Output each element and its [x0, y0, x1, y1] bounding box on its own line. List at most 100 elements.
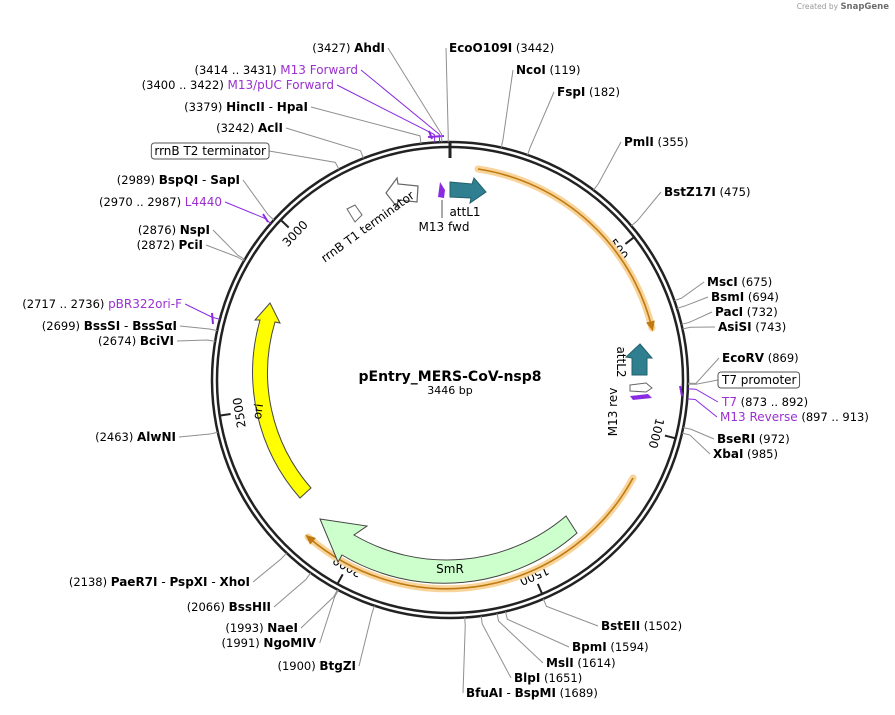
- label-alwni[interactable]: (2463) AlwNI: [95, 430, 176, 444]
- backbone-outer: [210, 140, 690, 620]
- leader-pcii: [205, 244, 245, 262]
- m13rev-primer[interactable]: [630, 394, 652, 400]
- tick-2500: 2500: [218, 396, 249, 429]
- orf-arc-lower: [305, 477, 634, 590]
- label-l4440[interactable]: (2970 .. 2987) L4440: [99, 195, 222, 209]
- label-ahdi[interactable]: (3427) AhdI: [312, 41, 385, 55]
- label-hincii[interactable]: (3379) HincII - HpaI: [184, 100, 308, 114]
- label-nspi[interactable]: (2876) NspI: [138, 223, 210, 237]
- label-bseri[interactable]: BseRI (972): [717, 432, 790, 446]
- label-bsshii[interactable]: (2066) BssHII: [187, 600, 271, 614]
- watermark-brand: SnapGene: [840, 2, 889, 12]
- leader-bseri: [683, 427, 715, 440]
- leader-rrnbt2: [268, 150, 340, 170]
- leader-ecoo109i: [445, 47, 449, 143]
- ori-label: ori: [250, 403, 266, 420]
- label-bsssi[interactable]: (2699) BssSI - BssSαI: [42, 319, 177, 333]
- leader-ecorv: [687, 357, 720, 384]
- leader-xbai: [681, 432, 711, 455]
- label-paci[interactable]: PacI (732): [715, 305, 778, 319]
- leader-bfuai: [462, 617, 466, 694]
- leader-hincii: [310, 106, 422, 144]
- rrnb-t1-feature[interactable]: [385, 176, 419, 209]
- label-ecorv[interactable]: EcoRV (869): [722, 351, 799, 365]
- label-pmli[interactable]: PmlI (355): [624, 135, 688, 149]
- leader-bsssi: [179, 325, 218, 332]
- label-bstz17i[interactable]: BstZ17I (475): [664, 185, 750, 199]
- leader-l4440: [224, 201, 272, 224]
- leader-bsteii: [542, 598, 599, 627]
- label-bsmi[interactable]: BsmI (694): [711, 290, 779, 304]
- label-blpi[interactable]: BlpI (1651): [514, 671, 582, 685]
- label-paer7i[interactable]: (2138) PaeR7I - PspXI - XhoI: [69, 575, 250, 589]
- leader-lines: [176, 47, 720, 694]
- label-msli[interactable]: MslI (1614): [546, 656, 616, 670]
- label-bsteii[interactable]: BstEII (1502): [601, 619, 682, 633]
- label-m13reverse[interactable]: M13 Reverse (897 .. 913): [720, 410, 869, 424]
- ori-feature[interactable]: [252, 302, 312, 499]
- tick-3000: 3000: [279, 218, 311, 250]
- leader-acli: [285, 127, 364, 159]
- leader-pbr322: [184, 303, 221, 320]
- orf-arc-upper: [477, 168, 655, 332]
- label-fspi[interactable]: FspI (182): [557, 85, 620, 99]
- m13rev-label: M13 rev: [606, 388, 620, 437]
- tick-label: 2500: [230, 396, 249, 428]
- watermark-prefix: Created by: [796, 2, 839, 11]
- label-box-rrnbt2: [150, 142, 270, 160]
- label-bspqi[interactable]: (2989) BspQI - SapI: [117, 173, 240, 187]
- label-ncoi[interactable]: NcoI (119): [516, 63, 580, 77]
- label-bcivi[interactable]: (2674) BciVI: [98, 334, 174, 348]
- leader-msci: [674, 281, 705, 302]
- plasmid-name: pEntry_MERS-CoV-nsp8: [358, 369, 541, 385]
- label-naei[interactable]: (1993) NaeI: [225, 621, 298, 635]
- rrnb-t2-marker[interactable]: [346, 204, 363, 223]
- leader-bspqi: [242, 179, 275, 221]
- label-m13forward[interactable]: (3414 .. 3431) M13 Forward: [195, 63, 359, 77]
- label-box-t7prom: [717, 371, 801, 389]
- label-msci[interactable]: MscI (675): [707, 275, 772, 289]
- leader-msli: [496, 613, 544, 664]
- leader-ngomiv: [319, 589, 339, 644]
- attl2-feature[interactable]: [624, 343, 654, 376]
- leader-fspi: [527, 91, 555, 156]
- tick-label: 1000: [646, 417, 667, 450]
- leader-bcivi: [176, 339, 216, 342]
- leader-bstz17i: [630, 191, 662, 227]
- leader-pmli: [593, 141, 622, 191]
- leader-t7prom: [687, 379, 719, 385]
- label-m13puc[interactable]: (3400 .. 3422) M13/pUC Forward: [142, 78, 334, 92]
- attl1-feature[interactable]: [449, 177, 487, 205]
- m13fwd-primer[interactable]: [438, 182, 445, 198]
- label-t7[interactable]: T7 (873 .. 892): [721, 395, 808, 409]
- attl1-label: attL1: [449, 205, 480, 219]
- primer-marks: [211, 130, 683, 397]
- label-ecoo109i[interactable]: EcoO109I (3442): [449, 41, 554, 55]
- leader-asisi: [682, 326, 716, 330]
- m13fwd-label: M13 fwd: [419, 220, 470, 234]
- leader-alwni: [178, 431, 218, 438]
- smr-label: SmR: [436, 562, 464, 576]
- label-asisi[interactable]: AsiSI (743): [718, 320, 786, 334]
- label-acli[interactable]: (3242) AclI: [216, 121, 283, 135]
- attl2-label: attL2: [614, 346, 628, 377]
- t7-promoter-marker[interactable]: [629, 382, 653, 393]
- leader-paer7i: [252, 552, 287, 583]
- label-ngomiv[interactable]: (1991) NgoMIV: [222, 636, 317, 650]
- smr-feature[interactable]: [319, 515, 578, 584]
- label-t7prom[interactable]: T7 promoter: [721, 373, 797, 387]
- label-pcii[interactable]: (2872) PciI: [137, 238, 203, 252]
- leader-naei: [300, 589, 338, 629]
- leader-ahdi: [387, 47, 443, 143]
- label-bpmi[interactable]: BpmI (1594): [572, 640, 649, 654]
- label-rrnbt2[interactable]: rrnB T2 terminator: [154, 144, 266, 158]
- rrnb-t1-label: rrnB T1 terminator: [318, 188, 417, 265]
- outer-labels: (3427) AhdI (3414 .. 3431) M13 Forward(34…: [22, 41, 869, 700]
- label-pbr322[interactable]: (2717 .. 2736) pBR322ori-F: [22, 297, 182, 311]
- label-xbai[interactable]: XbaI (985): [713, 447, 778, 461]
- label-bfuai[interactable]: BfuAI - BspMI (1689): [466, 686, 598, 700]
- label-btgzi[interactable]: (1900) BtgZI: [277, 659, 356, 673]
- leader-ncoi: [500, 69, 514, 148]
- leader-m13forward: [360, 69, 441, 143]
